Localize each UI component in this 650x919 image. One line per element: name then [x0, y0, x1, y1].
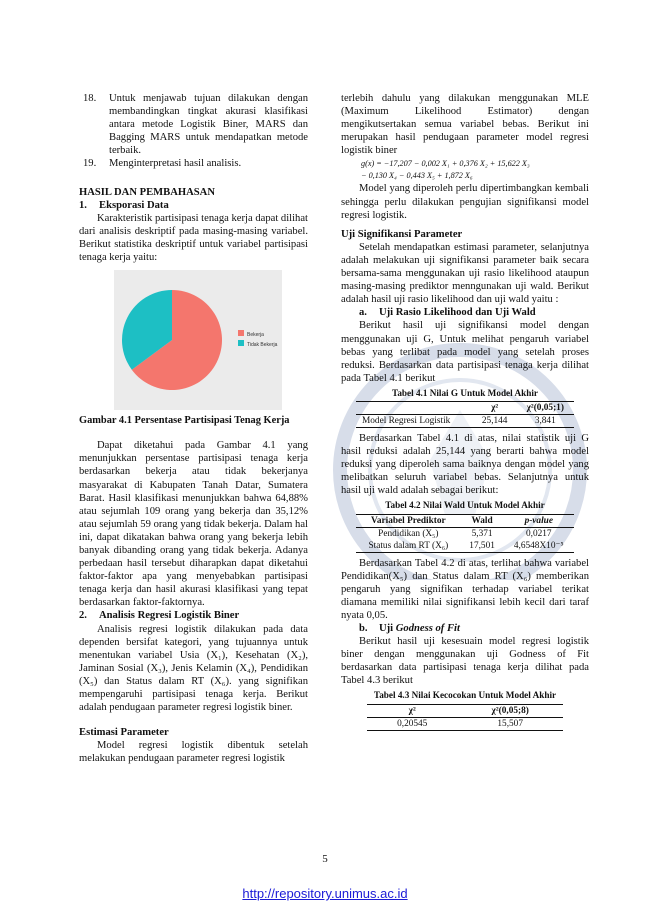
subsection-title-italic: Godness of Fit — [395, 623, 460, 634]
left-column: 18. Untuk menjawab tujuan dilakukan deng… — [79, 92, 308, 765]
table-row: Model Regresi Logistik 25,144 3,841 — [356, 414, 574, 428]
subsection-number: a. — [359, 307, 367, 319]
model-formula-line-2: − 0,130 X₄ − 0,443 X₅ + 1,872 X₆ — [361, 171, 473, 181]
list-text: Untuk menjawab tujuan dilakukan dengan m… — [109, 93, 308, 157]
heading-estimasi: Estimasi Parameter — [79, 727, 169, 739]
table-cell: 17,501 — [469, 540, 495, 551]
list-text: Menginterpretasi hasil analisis. — [109, 158, 242, 170]
paragraph-goodness-of-fit: Berikut hasil uji kesesuain model regres… — [341, 636, 589, 687]
table-row: 0,20545 15,507 — [367, 717, 563, 731]
subsection-heading-a: a. Uji Rasio Likelihood dan Uji Wald — [341, 306, 589, 319]
table-cell: 15,507 — [497, 718, 523, 729]
table-4-3-caption: Tabel 4.3 Nilai Kecocokan Untuk Model Ak… — [373, 690, 557, 701]
table-header: p-value — [524, 515, 553, 526]
subsection-title: Uji Rasio Likelihood dan Uji Wald — [379, 307, 536, 319]
paragraph-g-result: Berdasarkan Tabel 4.1 di atas, nilai sta… — [341, 432, 589, 497]
table-header: χ²(0,05;8) — [491, 705, 529, 716]
subsection-heading-2: 2. Analisis Regresi Logistik Biner — [79, 609, 308, 622]
pie-slice-bekerja — [131, 290, 222, 391]
paragraph-significance: Setelah mendapatkan estimasi parameter, … — [341, 241, 589, 306]
model-formula-line-1: g(x) = −17,207 − 0,002 X₁ + 0,376 X₂ + 1… — [361, 159, 530, 169]
legend-label: Bekerja — [247, 332, 264, 338]
list-number: 18. — [83, 93, 97, 104]
heading-uji-signifikansi: Uji Signifikansi Parameter — [341, 228, 463, 240]
table-row: Status dalam RT (X₆) 17,501 4,6548X10⁻⁵ — [356, 540, 574, 553]
list-item: 19. Menginterpretasi hasil analisis. — [79, 157, 308, 170]
table-cell: 0,0217 — [525, 528, 552, 539]
section-title: HASIL DAN PEMBAHASAN — [79, 186, 215, 198]
table-header: Variabel Prediktor — [371, 515, 446, 526]
table-header: Wald — [471, 515, 493, 526]
subsection-title: Analisis Regresi Logistik Biner — [99, 610, 240, 622]
table-cell: Pendidikan (X₅) — [378, 528, 439, 539]
paragraph-wald-result: Berdasarkan Tabel 4.2 di atas, terlihat … — [341, 557, 589, 621]
table-header: χ² — [491, 402, 499, 413]
paragraph-estimation: Model regresi logistik dibentuk setelah … — [79, 740, 308, 765]
list-number: 19. — [83, 158, 97, 170]
subsection-title: Uji — [379, 623, 396, 634]
table-4-2-caption: Tabel 4.2 Nilai Wald Untuk Model Akhir — [385, 500, 545, 511]
legend-swatch — [238, 340, 244, 347]
table-header: χ² — [408, 705, 416, 716]
paragraph-exploration: Karakteristik partisipasi tenaga kerja d… — [79, 212, 308, 264]
table-4-1-caption: Tabel 4.1 Nilai G Untuk Model Akhir — [392, 387, 538, 398]
table-4-2: Variabel Prediktor Wald p-value Pendidik… — [356, 514, 574, 553]
table-cell: 3,841 — [534, 415, 556, 426]
table-cell: 4,6548X10⁻⁵ — [513, 540, 564, 551]
pie-slice-tidak-bekerja — [122, 290, 172, 370]
table-4-3: χ² χ²(0,05;8) 0,20545 15,507 — [367, 704, 563, 731]
paragraph-mle: terlebih dahulu yang dilakukan menggunak… — [341, 93, 589, 157]
method-steps-list: 18. Untuk menjawab tujuan dilakukan deng… — [79, 92, 308, 171]
table-cell: 25,144 — [481, 415, 508, 426]
subsection-heading-1: 1. Eksporasi Data — [79, 199, 308, 212]
table-cell: 0,20545 — [397, 718, 428, 729]
subsection-number: b. — [359, 623, 368, 634]
subsection-number: 1. — [79, 199, 87, 211]
right-column: terlebih dahulu yang dilakukan menggunak… — [341, 92, 589, 735]
list-item: 18. Untuk menjawab tujuan dilakukan deng… — [79, 92, 308, 157]
table-cell: Model Regresi Logistik — [362, 415, 451, 426]
table-header — [356, 401, 473, 414]
subsection-title: Eksporasi Data — [99, 199, 169, 211]
university-seal-watermark — [333, 343, 587, 580]
paragraph-figure-discussion: Dapat diketahui pada Gambar 4.1 yang men… — [79, 440, 308, 609]
figure-caption: Gambar 4.1 Persentase Partisipasi Tenag … — [79, 415, 290, 427]
table-row: Pendidikan (X₅) 5,371 0,0217 — [356, 527, 574, 540]
table-cell: 5,371 — [471, 528, 493, 539]
subsection-number: 2. — [79, 610, 87, 622]
subsection-heading-b: b. Uji Godness of Fit — [341, 622, 589, 635]
legend-swatch — [238, 330, 244, 337]
table-header: χ²(0,05;1) — [526, 402, 564, 413]
paragraph-logistic-regression: Analisis regresi logistik dilakukan pada… — [79, 623, 308, 714]
table-cell: Status dalam RT (X₆) — [368, 540, 449, 551]
table-4-1: χ² χ²(0,05;1) Model Regresi Logistik 25,… — [356, 401, 574, 428]
paragraph-model: Model yang diperoleh perlu dipertimbangk… — [341, 183, 589, 221]
legend-label: Tidak Bekerja — [247, 342, 278, 348]
page-number: 5 — [322, 853, 328, 865]
paragraph-g-test: Berikut hasil uji signifikansi model den… — [341, 320, 589, 384]
repository-link[interactable]: http://repository.unimus.ac.id — [242, 886, 408, 901]
